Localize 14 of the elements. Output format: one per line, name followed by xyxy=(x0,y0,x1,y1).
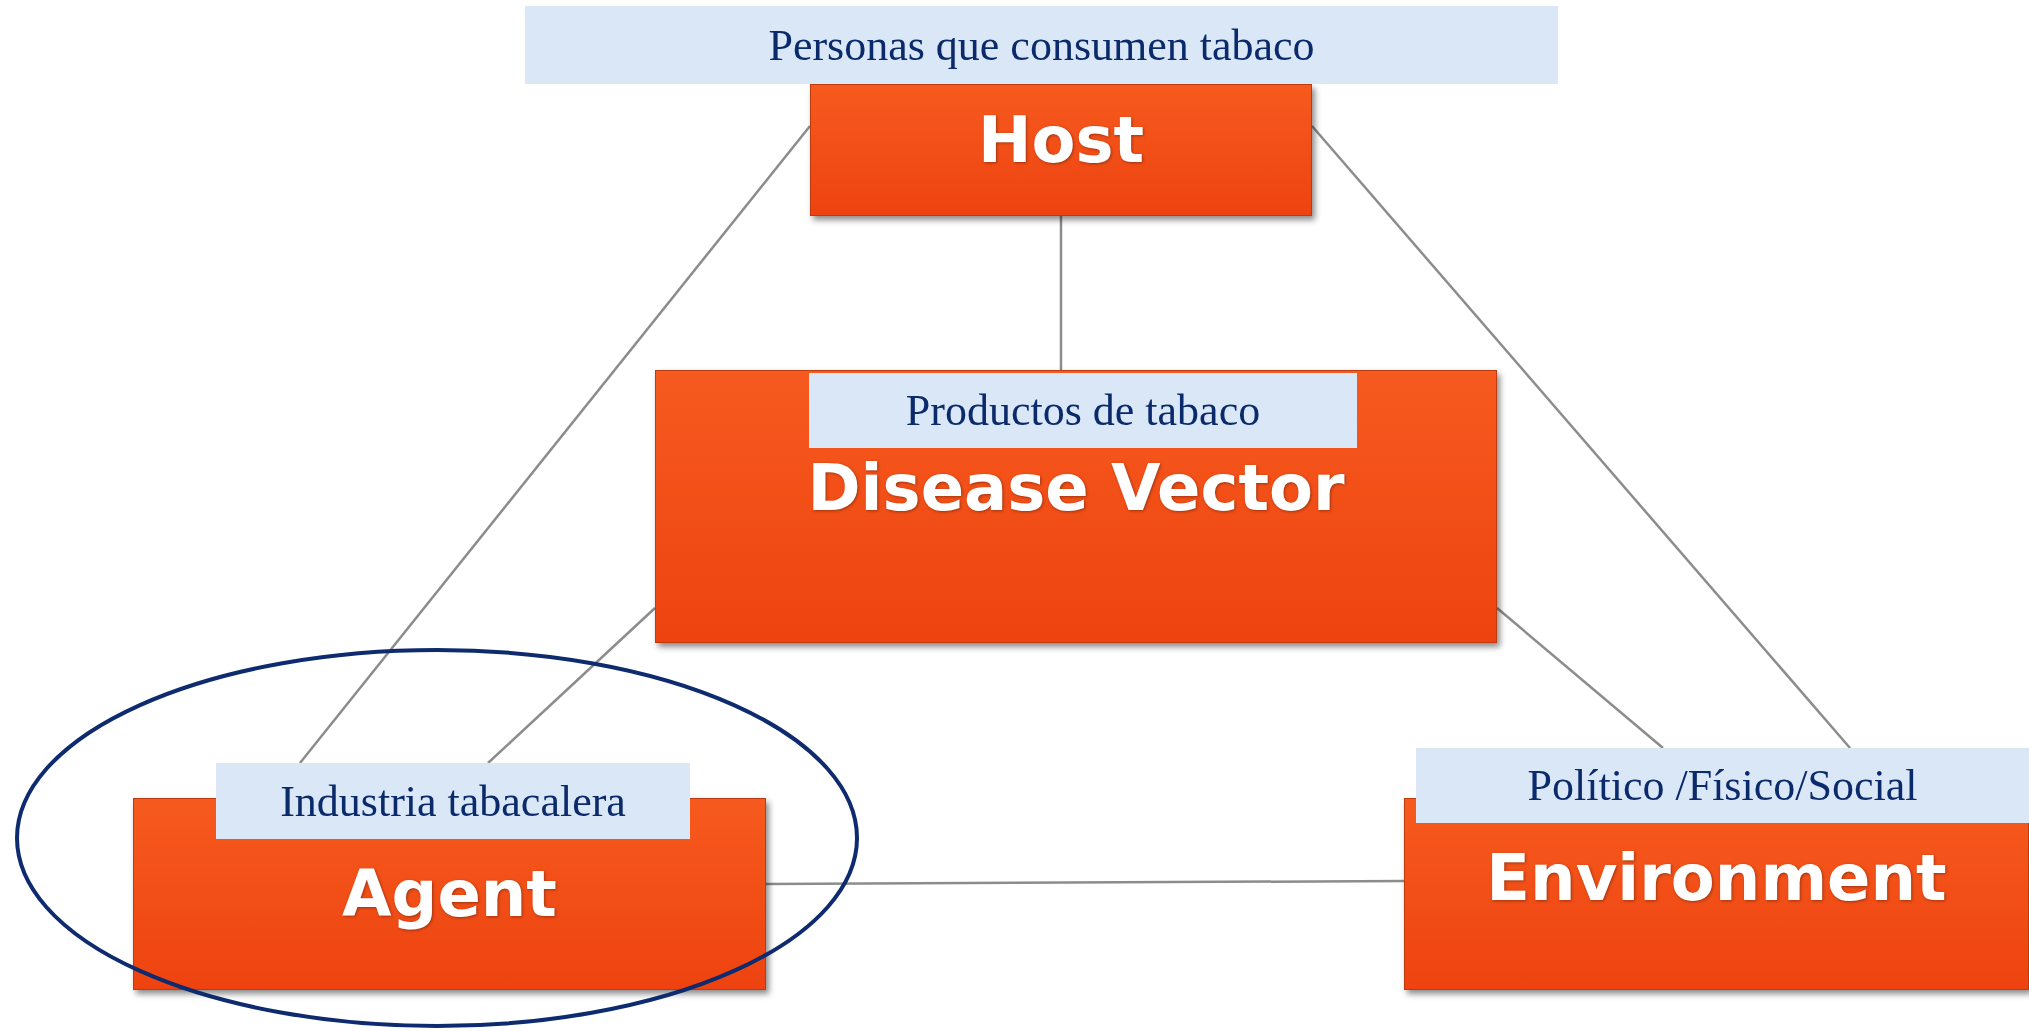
connector-line xyxy=(1059,216,1063,370)
node-title: Environment xyxy=(1486,841,1947,915)
caption-label: Personas que consumen tabaco xyxy=(525,6,1558,84)
caption-label: Productos de tabaco xyxy=(809,373,1357,448)
connector-line xyxy=(1496,607,1664,749)
node-title: Agent xyxy=(342,857,557,931)
caption-label: Político /Físico/Social xyxy=(1416,748,2029,823)
connector-line xyxy=(1311,125,1851,749)
node-title: Disease Vector xyxy=(807,451,1345,525)
connector-line xyxy=(766,879,1404,886)
connector-line xyxy=(299,125,811,764)
node-title: Host xyxy=(977,103,1145,177)
connector-line xyxy=(487,607,656,764)
caption-label: Industria tabacalera xyxy=(216,763,690,839)
